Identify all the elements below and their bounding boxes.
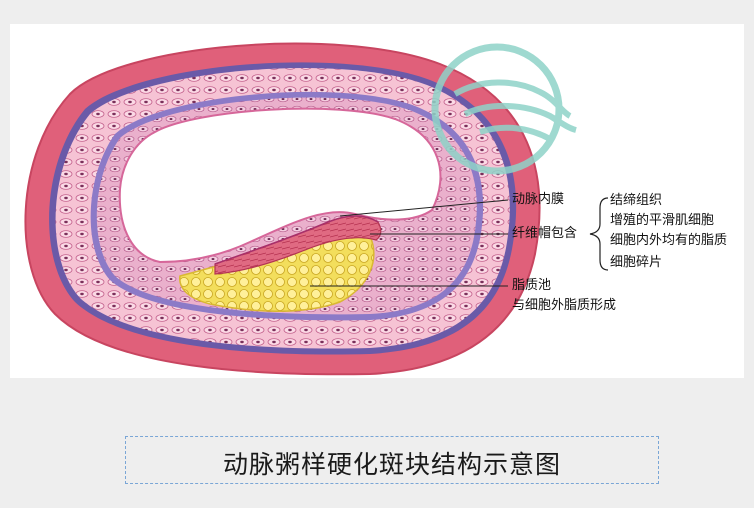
label-cap-component: 细胞内外均有的脂质 xyxy=(610,233,728,248)
leader-line-intima xyxy=(339,199,509,217)
label-cap-component: 细胞碎片 xyxy=(610,255,663,270)
label-lipid-pool: 脂质池 xyxy=(512,278,552,293)
label-cap-component: 增殖的平滑肌细胞 xyxy=(610,213,715,228)
watermark-logo-icon xyxy=(431,43,577,175)
label-fibrous-cap: 纤维帽包含 xyxy=(512,226,578,241)
brace xyxy=(589,197,609,271)
diagram-panel: 动脉内膜 纤维帽包含 结缔组织 增殖的平滑肌细胞 细胞内外均有的脂质 细胞碎片 … xyxy=(10,24,744,378)
caption-title: 动脉粥样硬化斑块结构示意图 xyxy=(222,450,561,479)
artery-cross-section xyxy=(24,42,609,376)
label-cap-component: 结缔组织 xyxy=(610,193,663,208)
label-lipid-pool-desc: 与细胞外脂质形成 xyxy=(512,298,617,313)
caption-box: 动脉粥样硬化斑块结构示意图 xyxy=(125,436,659,484)
lumen xyxy=(118,107,442,264)
label-intima: 动脉内膜 xyxy=(512,192,565,207)
